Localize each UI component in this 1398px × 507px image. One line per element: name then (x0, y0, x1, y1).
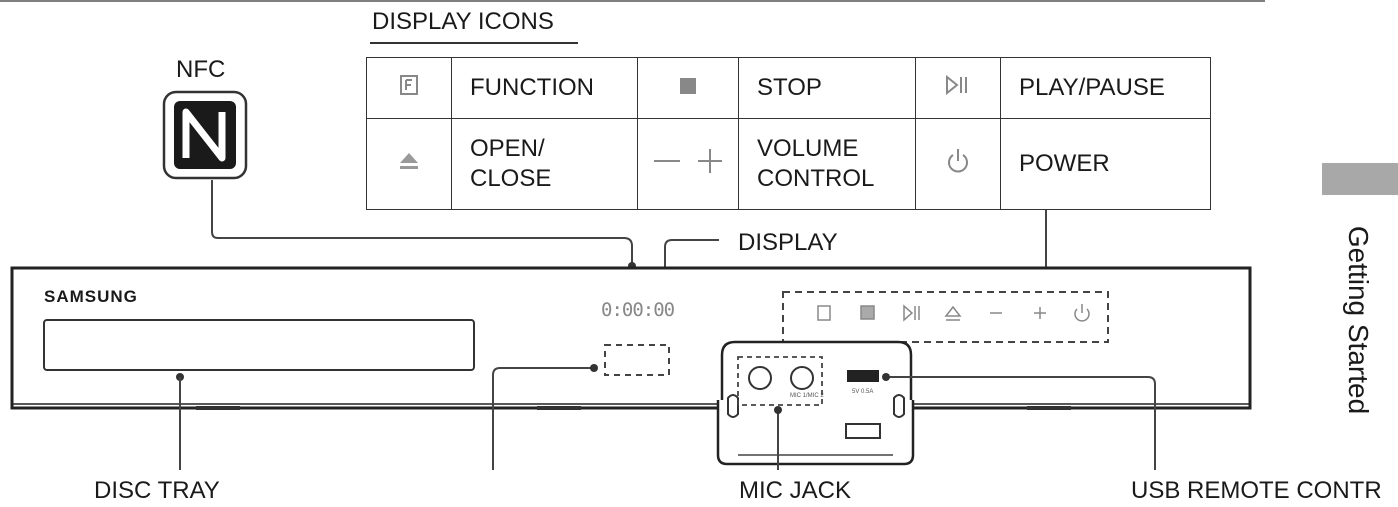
eject-icon (366, 118, 452, 210)
controls-dashed-box (782, 291, 1109, 343)
power-label: POWER (1000, 118, 1211, 210)
mic-jack-label: MIC JACK (739, 477, 852, 504)
display-icons-title: DISPLAY ICONS (372, 8, 554, 35)
usb-remote-label: USB REMOTE CONTR (1131, 477, 1382, 504)
port-door (716, 340, 915, 466)
disc-tray-slot (43, 319, 475, 371)
volume-control-line1: VOLUME (757, 135, 859, 162)
sensor-leader-line (492, 367, 594, 470)
display-label: DISPLAY (738, 229, 838, 256)
panel-power-icon (1074, 304, 1090, 322)
usb-port-label: 5V 0.5A (852, 389, 873, 395)
sensor-leader-dot (590, 364, 598, 372)
front-display-readout: 0:00:00 (601, 299, 675, 321)
mic-leader-dot (774, 406, 782, 414)
volume-control-label: VOLUME CONTROL (738, 118, 916, 210)
open-close-label: OPEN/ CLOSE (451, 118, 638, 210)
mic-jack-1 (748, 366, 772, 390)
stop-label: STOP (738, 57, 916, 119)
display-icons-table: FUNCTION STOP PLAY/PAUSE OPEN/ CLOSE VOL… (366, 57, 1211, 210)
icon-table-row: FUNCTION STOP PLAY/PAUSE (366, 57, 1211, 119)
panel-function-icon (817, 305, 831, 321)
nfc-leader-line (211, 180, 633, 266)
usb-leader-line (886, 376, 1156, 470)
play-pause-label: PLAY/PAUSE (1000, 57, 1211, 119)
nfc-logo (162, 90, 248, 180)
volume-icon (637, 118, 739, 210)
icon-table-row: OPEN/ CLOSE VOLUME CONTROL POWER (366, 118, 1211, 210)
brand-logo: SAMSUNG (44, 287, 138, 306)
function-label: FUNCTION (451, 57, 638, 119)
panel-button-icons (817, 304, 1090, 322)
open-close-line2: CLOSE (470, 165, 552, 192)
panel-plus-icon (1034, 307, 1046, 319)
display-leader-line (664, 239, 719, 306)
panel-eject-icon (944, 305, 962, 321)
volume-control-line2: CONTROL (757, 165, 875, 192)
panel-play-pause-icon (903, 304, 920, 322)
section-tab-label: Getting Started (1343, 225, 1374, 415)
function-icon (366, 57, 452, 119)
usb-port (847, 370, 879, 382)
mic-jack-2 (790, 366, 814, 390)
sensor-dashed-box (604, 344, 670, 376)
section-tab-marker (1322, 163, 1398, 195)
stop-icon (637, 57, 739, 119)
mic-port-label: MIC 1/MIC 2 (790, 393, 824, 399)
panel-stop-icon (860, 305, 875, 320)
disc-tray-label: DISC TRAY (94, 477, 220, 504)
usb-leader-dot (882, 373, 890, 381)
mic-dashed-box (737, 356, 823, 406)
power-icon (915, 118, 1001, 210)
open-close-line1: OPEN/ (470, 135, 545, 162)
nfc-label: NFC (176, 56, 226, 83)
play-pause-icon (915, 57, 1001, 119)
